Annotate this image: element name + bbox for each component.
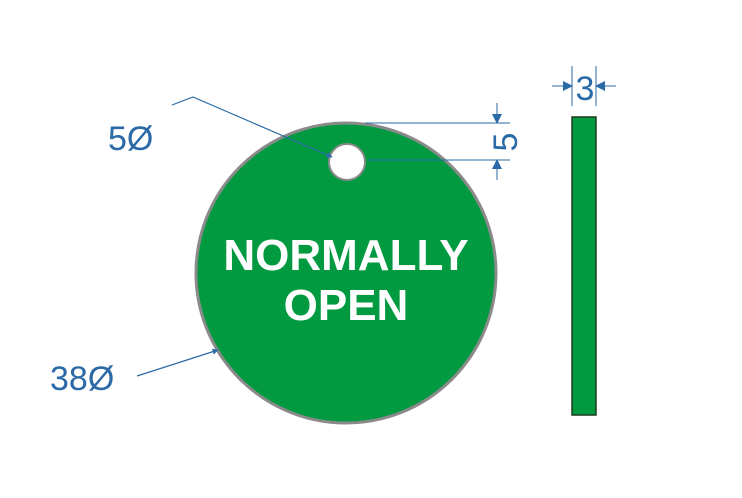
tag-leader-line <box>136 348 219 377</box>
tag-edge <box>571 116 597 416</box>
edge-view <box>571 116 597 416</box>
tag-text-line1: NORMALLY <box>223 231 468 280</box>
hole-diameter-label: 5Ø <box>108 120 153 158</box>
round-tag: NORMALLY OPEN <box>194 121 498 425</box>
hole-diameter-dimension: 5Ø <box>108 96 333 158</box>
tag-text-line2: OPEN <box>284 281 409 330</box>
thickness-label: 3 <box>576 70 595 108</box>
tag-diameter-label: 38Ø <box>50 360 114 398</box>
hole-offset-label: 5 <box>487 133 525 152</box>
tag-diameter-dimension: 38Ø <box>50 348 219 398</box>
thickness-dimension: 3 <box>552 66 616 108</box>
tag-hole <box>328 143 366 181</box>
hole-leader-line <box>171 96 333 158</box>
hole-offset-dimension: 5 <box>365 103 525 180</box>
tag-disc <box>194 121 498 425</box>
